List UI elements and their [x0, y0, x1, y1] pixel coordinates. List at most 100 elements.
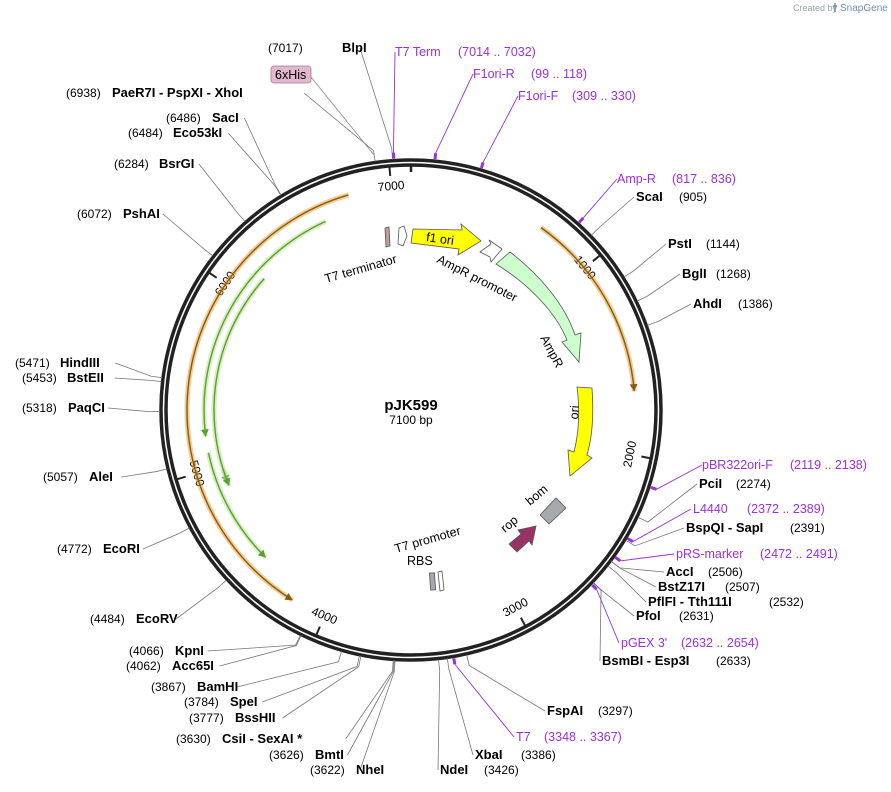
enzyme-site-ecori[interactable]: (4772)EcoRI [57, 541, 140, 556]
feature-ampr[interactable]: AmpR [495, 251, 582, 370]
orf-arrowhead [629, 383, 638, 392]
enzyme-site-ahdi[interactable]: (1386)AhdI [693, 296, 773, 311]
primer-l4440[interactable]: L4440(2372 .. 2389) [693, 502, 825, 516]
enzyme-site-bspqi[interactable]: (2391)BspQI - SapI [686, 520, 825, 535]
primer-pbr322ori-f[interactable]: pBR322ori-F(2119 .. 2138) [702, 458, 867, 472]
scale-tick [641, 455, 653, 460]
enzyme-site-eco53ki[interactable]: (6484)Eco53kI [128, 125, 222, 140]
orf-arc[interactable] [203, 220, 326, 437]
enzyme-position: (2274) [736, 477, 771, 491]
primer-f1ori-r[interactable]: F1ori-R(99 .. 118) [473, 67, 587, 81]
enzyme-site-blpi[interactable]: (7017)BlpI [268, 40, 367, 55]
enzyme-site-acci[interactable]: (2506)AccI [666, 564, 743, 579]
primer-name: pBR322ori-F [702, 458, 773, 472]
enzyme-name: KpnI [175, 643, 204, 658]
primer-amp-r[interactable]: Amp-R(817 .. 836) [617, 172, 736, 186]
enzyme-site-bsrgi[interactable]: (6284)BsrGI [114, 156, 194, 171]
enzyme-site-bsteii[interactable]: (5453)BstEII [22, 370, 104, 385]
enzyme-site-bmti[interactable]: (3626)BmtI [269, 747, 344, 762]
primer-range: (817 .. 836) [672, 172, 736, 186]
enzyme-position: (905) [679, 190, 707, 204]
enzyme-leader-line [466, 654, 546, 712]
enzyme-site-hindiii[interactable]: (5471)HindIII [15, 355, 100, 370]
primer-leader-line [656, 464, 703, 490]
enzyme-site-bsmbi[interactable]: (2633)BsmBI - Esp3I [602, 653, 751, 668]
enzyme-site-pcii[interactable]: (2274)PciI [699, 476, 771, 491]
enzyme-position: (5318) [22, 401, 57, 415]
enzyme-site-saci[interactable]: (6486)SacI [166, 110, 239, 125]
enzyme-site-bsshii[interactable]: (3777)BssHII [189, 710, 275, 725]
enzyme-site-ecorv[interactable]: (4484)EcoRV [90, 611, 178, 626]
enzyme-position: (3777) [189, 711, 224, 725]
enzyme-site-pfoi[interactable]: (2631)PfoI [636, 608, 714, 623]
feature-ori[interactable]: ori [567, 386, 594, 477]
primer-prs-marker[interactable]: pRS-marker(2472 .. 2491) [676, 547, 838, 561]
primer-name: pRS-marker [676, 547, 743, 561]
scale-tick-label: 7000 [377, 178, 405, 194]
enzyme-site-pshai[interactable]: (6072)PshAI [77, 206, 160, 221]
enzyme-leader-line [142, 527, 190, 550]
enzyme-leader-line [198, 163, 246, 222]
enzyme-name: XbaI [475, 747, 502, 762]
ampr-label: AmpR [537, 333, 566, 370]
orf-arc[interactable] [540, 227, 635, 392]
enzyme-leader-line [207, 635, 301, 652]
enzyme-position: (7017) [268, 41, 303, 55]
enzyme-site-alei[interactable]: (5057)AleI [43, 469, 113, 484]
plasmid-name: pJK599 [384, 397, 437, 414]
enzyme-site-paer7i[interactable]: (6938)PaeR7I - PspXI - XhoI [66, 85, 243, 100]
enzyme-position: (3626) [269, 748, 304, 762]
orf-arc[interactable] [207, 452, 267, 558]
enzyme-site-bstz17i[interactable]: (2507)BstZ17I [658, 579, 760, 594]
enzyme-leader-line [282, 655, 362, 719]
enzyme-site-paqci[interactable]: (5318)PaqCI [22, 400, 105, 415]
feature-rbs[interactable]: RBS [407, 554, 437, 591]
enzyme-name: AccI [666, 564, 693, 579]
scale-tick-label: 3000 [500, 595, 530, 620]
enzyme-position: (2391) [790, 521, 825, 535]
primer-t7-term[interactable]: T7 Term(7014 .. 7032) [395, 45, 536, 59]
enzyme-name: FspAI [547, 703, 583, 718]
primer-leader-line [620, 553, 675, 562]
enzyme-position: (2507) [725, 580, 760, 594]
primer-leader-line [392, 51, 396, 153]
feature-ampr-promoter[interactable]: AmpR promoter [435, 239, 520, 305]
primer-t7[interactable]: T7(3348 .. 3367) [516, 730, 622, 744]
primer-marker [578, 216, 585, 224]
feature-rop[interactable]: rop [498, 513, 537, 553]
enzyme-leader-line [359, 47, 393, 160]
enzyme-site-fspai[interactable]: (3297)FspAI [547, 703, 633, 718]
enzyme-position: (2532) [769, 595, 804, 609]
primer-f1ori-f[interactable]: F1ori-F(309 .. 330) [518, 89, 636, 103]
enzyme-site-psti[interactable]: (1144)PstI [668, 236, 740, 251]
enzyme-site-scai[interactable]: (905)ScaI [636, 189, 707, 204]
enzyme-leader-line [244, 117, 282, 196]
enzyme-site-ndei[interactable]: (3426)NdeI [440, 762, 519, 777]
feature-f1-ori[interactable]: f1 ori [410, 222, 482, 256]
enzyme-site-csii[interactable]: (3630)CsiI - SexAI * [176, 731, 303, 746]
enzyme-site-kpni[interactable]: (4066)KpnI [129, 643, 204, 658]
enzyme-site-nhei[interactable]: (3622)NheI [310, 762, 384, 777]
primer-pgex-3[interactable]: pGEX 3'(2632 .. 2654) [621, 636, 759, 650]
enzyme-site-pflfi[interactable]: (2532)PflFI - Tth111I [648, 594, 804, 609]
feature-t7-terminator[interactable]: T7 terminator [323, 225, 408, 286]
enzyme-position: (1268) [716, 267, 751, 281]
primer-marker [650, 486, 657, 491]
enzyme-position: (3622) [310, 763, 345, 777]
enzyme-position: (6072) [77, 207, 112, 221]
primer-leader-line [482, 95, 519, 163]
enzyme-name: EcoRI [103, 541, 140, 556]
primer-range: (309 .. 330) [572, 89, 636, 103]
feature-bom[interactable]: bom [523, 482, 567, 525]
enzyme-site-bgli[interactable]: (1268)BglI [682, 266, 751, 281]
enzyme-leader-line [592, 582, 602, 662]
enzyme-site-spei[interactable]: (3784)SpeI [184, 694, 257, 709]
orf-arc[interactable] [186, 194, 349, 601]
enzyme-site-xbai[interactable]: (3386)XbaI [475, 747, 556, 762]
tag-6xhis[interactable]: 6xHis [270, 65, 375, 156]
enzyme-site-bamhi[interactable]: (3867)BamHI [151, 679, 238, 694]
orf-arc[interactable] [213, 278, 265, 483]
enzyme-position: (6284) [114, 157, 149, 171]
enzyme-site-acc65i[interactable]: (4062)Acc65I [126, 658, 214, 673]
bom-label: bom [523, 482, 551, 508]
